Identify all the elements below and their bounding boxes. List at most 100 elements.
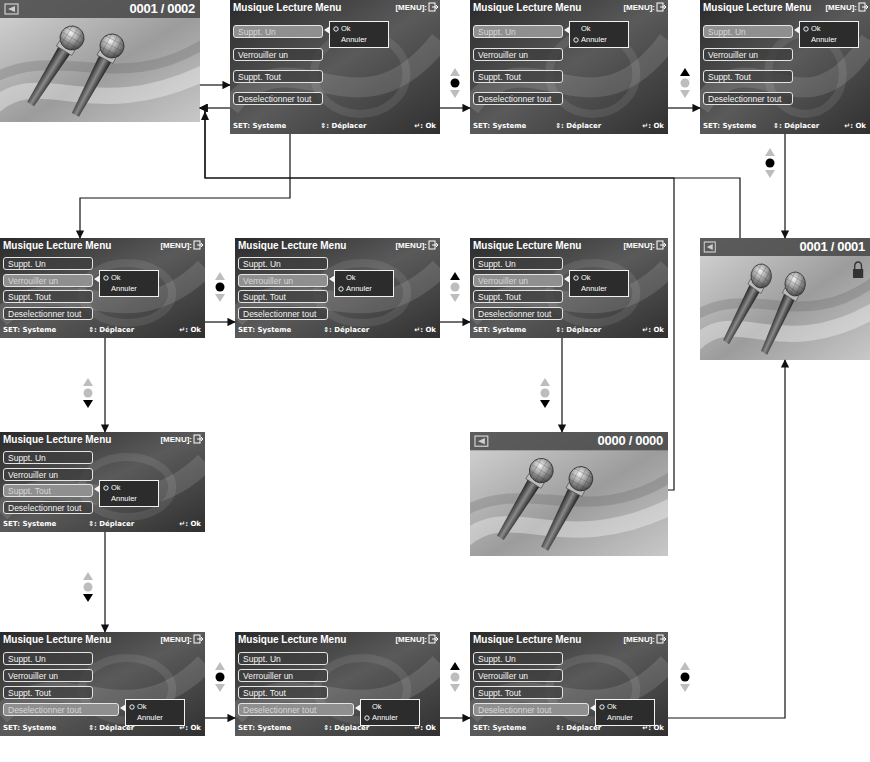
menu-item-label: Verrouiller un	[478, 51, 528, 60]
ok-button	[84, 389, 93, 398]
menu-item: Suppt. Tout	[233, 70, 323, 83]
confirm-popup: OkAnnuler	[595, 699, 655, 726]
flow-arrow	[200, 84, 230, 85]
menu-item-label: Deselectionner tout	[8, 504, 81, 513]
exit-icon	[657, 3, 666, 11]
menu-item-label: Deselectionner tout	[478, 95, 551, 104]
button-hint	[83, 572, 93, 602]
menu-item: Deselectionner tout	[233, 92, 323, 105]
choice-marker	[573, 275, 579, 281]
popup-option: Ok	[581, 25, 591, 33]
menu-item: Suppt. Tout	[238, 290, 328, 303]
menu-item: Suppt. Tout	[473, 290, 563, 303]
track-counter: 0001 / 0001	[800, 240, 865, 253]
microphone	[534, 462, 597, 554]
exit-icon	[194, 435, 203, 443]
up-button	[83, 378, 93, 386]
menu-screen: Musique Lecture Menu[MENU]:SET: Systeme⇕…	[235, 238, 440, 338]
menu-key-hint: [MENU]:	[395, 636, 427, 644]
menu-key-hint: [MENU]:	[160, 436, 192, 444]
menu-key-hint: [MENU]:	[825, 4, 857, 12]
confirm-popup: OkAnnuler	[334, 270, 394, 297]
menu-item-label: Suppt. Tout	[8, 293, 51, 302]
confirm-popup: OkAnnuler	[329, 21, 389, 48]
choice-marker	[333, 26, 339, 32]
ok-button	[216, 673, 225, 682]
menu-item: Deselectionner tout	[3, 703, 119, 716]
merge-arrowhead	[201, 111, 209, 120]
menu-item: Verrouiller un	[473, 48, 563, 61]
menu-title: Musique Lecture Menu	[3, 435, 111, 445]
down-button	[540, 400, 550, 408]
ok-button	[451, 283, 460, 292]
menu-screen: Musique Lecture Menu[MENU]:SET: Systeme⇕…	[235, 632, 440, 736]
up-button	[450, 68, 460, 76]
popup-pointer	[94, 485, 100, 493]
confirm-popup: OkAnnuler	[99, 480, 159, 507]
menu-item-label: Suppt. Un	[238, 28, 276, 37]
exit-icon	[657, 241, 666, 249]
menu-item: Deselectionner tout	[473, 92, 563, 105]
menu-item-label: Verrouiller un	[478, 277, 528, 286]
menu-item: Suppt. Tout	[3, 290, 93, 303]
popup-pointer	[794, 26, 800, 34]
flow-arrow	[440, 321, 470, 322]
menu-item: Verrouiller un	[473, 669, 563, 682]
menu-title: Musique Lecture Menu	[3, 241, 111, 251]
choice-marker	[803, 26, 809, 32]
down-button	[83, 400, 93, 408]
menu-item-label: Verrouiller un	[8, 672, 58, 681]
up-button	[215, 272, 225, 280]
microphone	[717, 259, 775, 348]
menu-item: Verrouiller un	[238, 274, 328, 287]
button-hint	[765, 148, 775, 178]
menu-item-label: Suppt. Tout	[238, 73, 281, 82]
confirm-popup: OkAnnuler	[125, 699, 185, 726]
flow-arrow	[668, 107, 700, 108]
popup-option: Ok	[372, 703, 382, 711]
set-hint: SET: Systeme	[238, 327, 291, 334]
ok-button	[681, 79, 690, 88]
move-hint: ⇕: Déplacer	[555, 123, 601, 130]
popup-option: Annuler	[811, 36, 837, 44]
ok-button	[84, 583, 93, 592]
popup-option: Annuler	[607, 714, 633, 722]
menu-item: Verrouiller un	[3, 274, 93, 287]
move-hint: ⇕: Déplacer	[320, 123, 366, 130]
button-hint	[680, 662, 690, 692]
ok-hint: ↵: Ok	[179, 725, 201, 732]
menu-item: Suppt. Tout	[3, 686, 93, 699]
menu-item-label: Verrouiller un	[243, 672, 293, 681]
menu-item-label: Suppt. Un	[478, 260, 516, 269]
move-hint: ⇕: Déplacer	[88, 725, 134, 732]
microphone	[755, 268, 809, 359]
menu-title: Musique Lecture Menu	[473, 3, 581, 13]
ok-button	[451, 79, 460, 88]
popup-option: Ok	[137, 703, 147, 711]
menu-item: Suppt. Tout	[703, 70, 793, 83]
menu-item-label: Suppt. Un	[243, 655, 281, 664]
menu-item: Suppt. Un	[233, 25, 323, 38]
flow-arrow	[80, 134, 290, 238]
menu-key-hint: [MENU]:	[160, 636, 192, 644]
menu-screen: Musique Lecture Menu[MENU]:SET: Systeme⇕…	[230, 0, 440, 134]
menu-item: Verrouiller un	[3, 468, 93, 481]
playback-screen: 0001 / 0001	[700, 238, 870, 360]
button-hint	[680, 68, 690, 98]
menu-item-label: Verrouiller un	[243, 277, 293, 286]
menu-item-label: Deselectionner tout	[243, 310, 316, 319]
menu-item: Suppt. Tout	[3, 484, 93, 497]
up-button	[215, 662, 225, 670]
menu-screen: Musique Lecture Menu[MENU]:SET: Systeme⇕…	[470, 238, 668, 338]
choice-marker	[103, 275, 109, 281]
flow-arrow	[104, 532, 105, 632]
flow-arrow	[440, 107, 470, 108]
menu-item-label: Suppt. Tout	[478, 689, 521, 698]
popup-option: Ok	[581, 274, 591, 282]
popup-pointer	[564, 26, 570, 34]
confirm-popup: OkAnnuler	[99, 270, 159, 297]
menu-item-label: Deselectionner tout	[708, 95, 781, 104]
ok-hint: ↵: Ok	[642, 123, 664, 130]
set-hint: SET: Systeme	[233, 123, 286, 130]
